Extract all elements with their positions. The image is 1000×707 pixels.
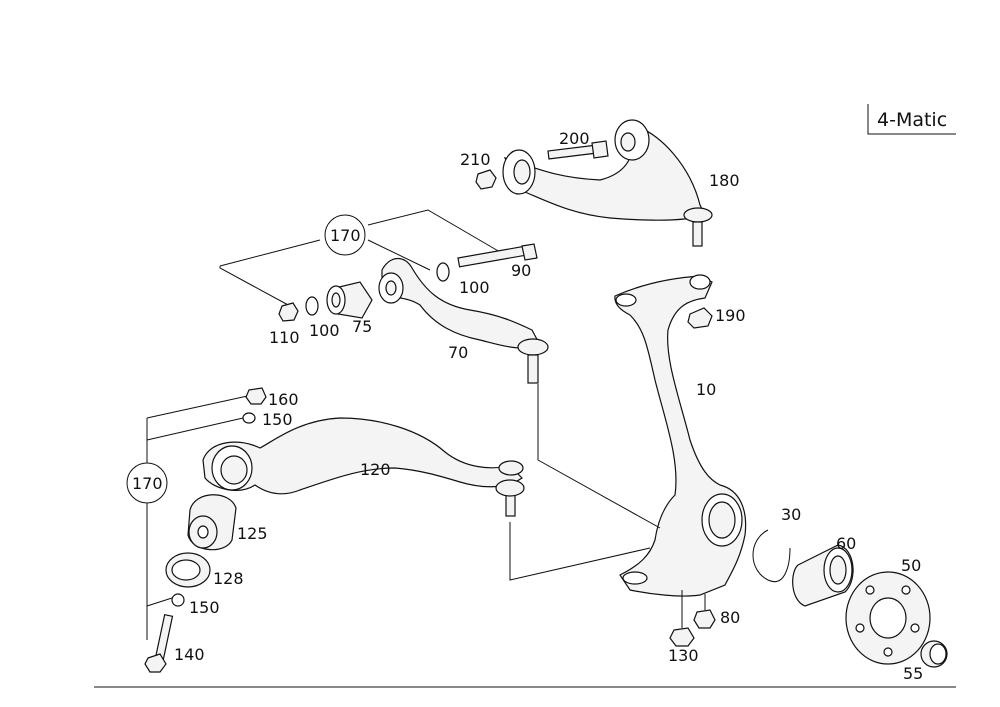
leader-70-knuckle: [537, 384, 661, 529]
title-box: 4-Matic: [867, 104, 956, 135]
label-100-lower: 100: [309, 321, 340, 340]
label-80: 80: [720, 608, 740, 627]
bushing-125: [187, 494, 237, 551]
leader-120-knuckle: [509, 522, 651, 581]
label-70: 70: [448, 343, 468, 362]
bolt-90: [457, 243, 538, 268]
bolt-200: [547, 140, 609, 160]
bracket-170-lower: [126, 394, 253, 640]
label-128: 128: [213, 569, 244, 588]
label-110: 110: [269, 328, 300, 347]
label-120: 120: [360, 460, 391, 479]
label-150-lower: 150: [189, 598, 220, 617]
wheel-bearing-60: [792, 544, 854, 607]
bearing-128: [165, 552, 211, 588]
nut-190: [687, 307, 713, 329]
circlip-30: [752, 529, 791, 583]
bolt-140: [144, 613, 174, 673]
bushing-75: [326, 281, 373, 319]
label-190: 190: [715, 306, 746, 325]
wheel-hub-50: [845, 571, 931, 665]
label-150-upper: 150: [262, 410, 293, 429]
steering-knuckle-10: [614, 274, 747, 597]
nut-160: [245, 387, 267, 405]
washer-150-lower: [171, 593, 185, 607]
nut-110: [278, 302, 299, 322]
label-60: 60: [836, 534, 856, 553]
label-55: 55: [903, 664, 923, 683]
label-100-upper: 100: [459, 278, 490, 297]
title: 4-Matic: [877, 109, 947, 131]
label-10: 10: [696, 380, 716, 399]
washer-150-upper: [242, 412, 256, 424]
label-170-lower: 170: [132, 474, 163, 493]
washer-100-lower: [305, 296, 319, 316]
label-30: 30: [781, 505, 801, 524]
cap-55: [920, 640, 948, 668]
label-140: 140: [174, 645, 205, 664]
arm-70: [378, 257, 549, 384]
label-50: 50: [901, 556, 921, 575]
bolt-80: [693, 609, 716, 629]
lower-arm-120: [202, 417, 525, 517]
nut-130: [669, 627, 695, 647]
nut-210: [475, 169, 497, 190]
label-130: 130: [668, 646, 699, 665]
bracket-170-upper: [219, 209, 501, 307]
label-210: 210: [460, 150, 491, 169]
label-170-upper: 170: [330, 226, 361, 245]
label-200: 200: [559, 129, 590, 148]
label-180: 180: [709, 171, 740, 190]
label-90: 90: [511, 261, 531, 280]
upper-control-arm: [502, 119, 713, 247]
label-75: 75: [352, 317, 372, 336]
label-125: 125: [237, 524, 268, 543]
washer-100-upper: [436, 262, 450, 282]
label-160: 160: [268, 390, 299, 409]
